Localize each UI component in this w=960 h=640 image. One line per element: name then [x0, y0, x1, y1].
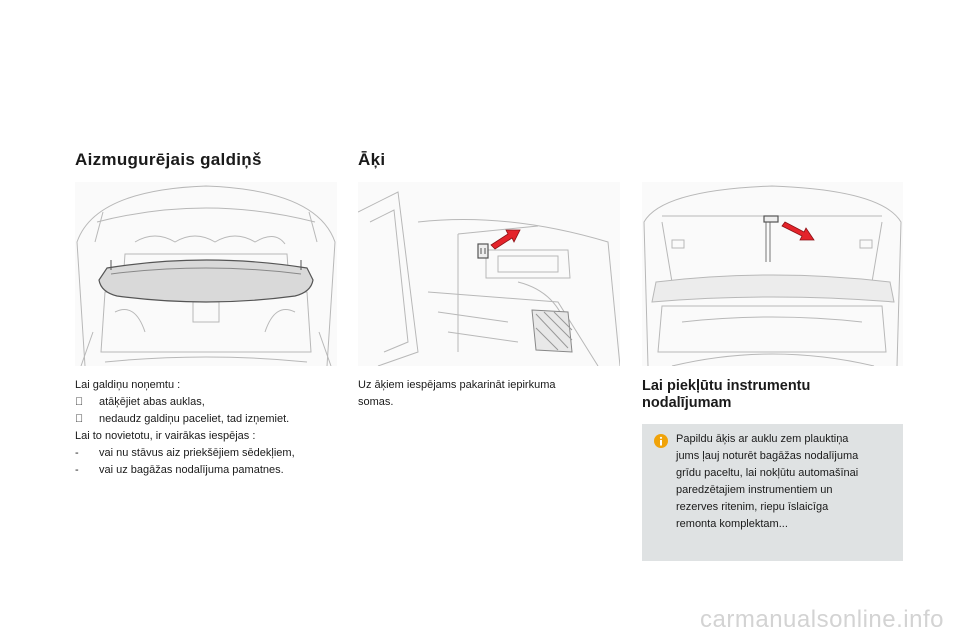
dash-marker: - [75, 447, 79, 459]
pointer-arrow-icon [490, 229, 521, 250]
illustration-parcel-shelf [75, 182, 337, 366]
bullet-marker:  [75, 411, 99, 428]
illustration-hooks [358, 182, 620, 366]
parcel-shelf-instructions: Lai galdiņu noņemtu :  atāķējiet abas a… [75, 377, 345, 479]
section-title-parcel-shelf: Aizmugurējais galdiņš [75, 150, 262, 169]
list-item:  nedaudz galdiņu paceliet, tad izņemiet… [75, 411, 345, 428]
info-text-line: jums ļauj noturēt bagāžas nodalījuma [676, 450, 859, 462]
list-item: - vai nu stāvus aiz priekšējiem sēdekļie… [75, 445, 345, 462]
info-text-line: paredzētajiem instrumentiem un [676, 484, 833, 496]
info-text-line: Papildu āķis ar auklu zem plauktiņa [676, 433, 849, 445]
title-line: Lai piekļūtu instrumentu [642, 378, 811, 394]
info-note-box: Papildu āķis ar auklu zem plauktiņa jums… [642, 424, 903, 561]
section-title-tool-compartment: Lai piekļūtu instrumentu nodalījumam [642, 378, 904, 412]
removal-intro: Lai galdiņu noņemtu : [75, 379, 181, 391]
hooks-text-line: Uz āķiem iespējams pakarināt iepirkuma [358, 379, 556, 391]
list-item:  atāķējiet abas auklas, [75, 394, 345, 411]
dash-marker: - [75, 464, 79, 476]
info-text-line: rezerves ritenim, riepu īslaicīga [676, 501, 829, 513]
info-text-line: remonta komplektam... [676, 518, 788, 530]
list-item-text: atāķējiet abas auklas, [99, 396, 205, 408]
pointer-arrow-icon [781, 221, 815, 241]
info-icon [654, 434, 668, 448]
hooks-description: Uz āķiem iespējams pakarināt iepirkuma s… [358, 377, 618, 411]
title-line: nodalījumam [642, 395, 732, 411]
list-item: - vai uz bagāžas nodalījuma pamatnes. [75, 462, 345, 479]
hooks-text-line: somas. [358, 396, 394, 408]
list-item-text: nedaudz galdiņu paceliet, tad izņemiet. [99, 413, 290, 425]
section-title-hooks: Āķi [358, 150, 386, 169]
info-text-line: grīdu paceltu, lai nokļūtu automašīnai [676, 467, 859, 479]
storage-intro: Lai to novietotu, ir vairākas iespējas : [75, 430, 256, 442]
watermark: carmanualsonline.info [700, 606, 944, 633]
bullet-marker:  [75, 394, 99, 411]
illustration-tool-compartment [642, 182, 903, 366]
list-item-text: vai uz bagāžas nodalījuma pamatnes. [99, 464, 284, 476]
list-item-text: vai nu stāvus aiz priekšējiem sēdekļiem, [99, 447, 295, 459]
